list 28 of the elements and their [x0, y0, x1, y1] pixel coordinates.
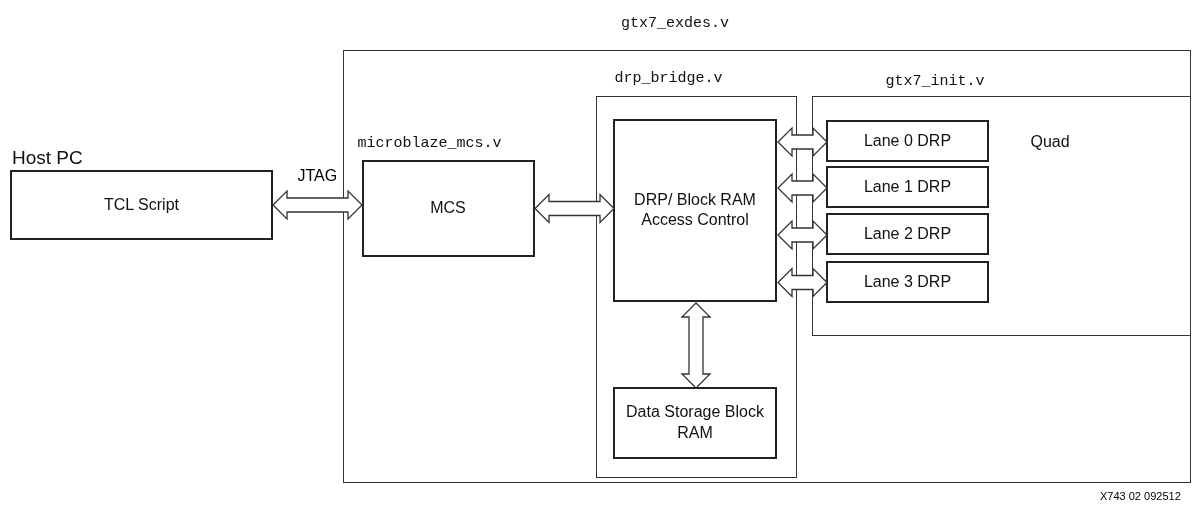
block-box [826, 120, 989, 162]
figure-id: X743 02 092512 [1100, 490, 1181, 502]
block-box [613, 387, 777, 459]
block-title: Host PC [12, 147, 83, 169]
block-label: MCS [429, 197, 467, 218]
block-box [613, 119, 777, 302]
double-arrow [777, 219, 828, 251]
double-arrow [777, 266, 828, 299]
block-box [826, 213, 989, 255]
file-name: gtx7_init.v [885, 72, 985, 90]
block-label: DRP/ Block RAM Access Control [633, 189, 757, 231]
file-name: gtx7_exdes.v [621, 15, 730, 32]
block-label: TCL Script [103, 194, 180, 215]
block-label: Lane 3 DRP [862, 271, 953, 292]
block-label: Lane 2 DRP [862, 223, 953, 244]
double-arrow [777, 172, 828, 204]
double-arrow [680, 302, 712, 389]
file-name: microblaze_mcs.v [357, 134, 502, 152]
file-name: drp_bridge.v [614, 69, 723, 87]
block-box [826, 166, 989, 208]
block-label: Lane 0 DRP [862, 130, 953, 151]
double-arrow [777, 126, 828, 158]
block-box [826, 261, 989, 303]
double-arrow [534, 192, 615, 225]
block-label: Data Storage Block RAM [625, 402, 765, 443]
block-label: Lane 1 DRP [862, 176, 953, 197]
block-label: Quad [1030, 132, 1070, 151]
double-arrow [272, 189, 363, 221]
